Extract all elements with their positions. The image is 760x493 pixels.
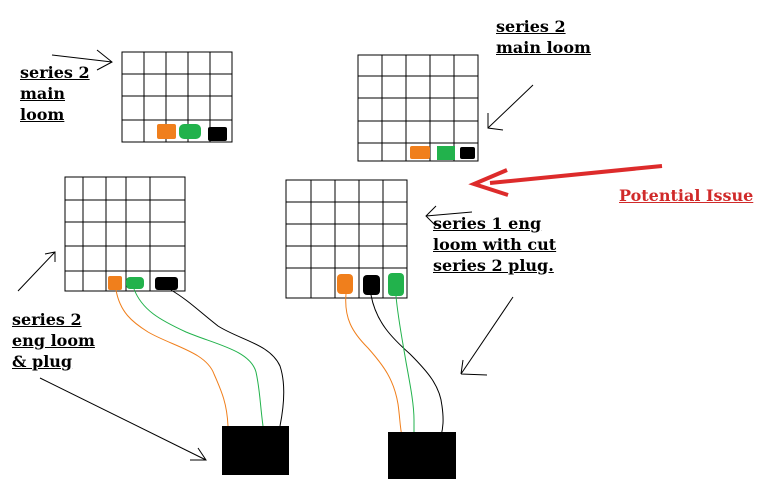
pointer-arrows — [17, 49, 534, 461]
wire-green-left — [133, 288, 264, 427]
label-series2-main-loom-left: series 2 main loom — [20, 63, 90, 124]
loom-grid-bottom-left — [64, 176, 186, 292]
pin-orange-bottom-right — [337, 274, 353, 294]
pin-black-top-right — [460, 147, 475, 159]
pin-black-bottom-left — [155, 277, 178, 290]
pin-green-bottom-left — [126, 277, 144, 289]
arrow-bottom-left-plug — [39, 377, 207, 461]
pin-green-top-right — [437, 146, 455, 160]
pin-black-bottom-right — [363, 275, 380, 295]
plug-right — [388, 432, 456, 479]
loom-grid-top-right — [357, 54, 479, 162]
wire-black-right — [370, 294, 444, 437]
pin-green-bottom-right — [388, 273, 404, 296]
pin-orange-bottom-left — [108, 276, 122, 290]
wire-orange-right — [345, 293, 403, 437]
wire-green-right — [395, 295, 415, 436]
wire-black-left — [170, 289, 285, 427]
potential-issue-arrow — [468, 164, 663, 197]
plug-left — [222, 426, 289, 475]
arrow-bottom-right-label — [425, 205, 473, 227]
label-series2-eng-loom-plug: series 2 eng loom & plug — [12, 310, 95, 371]
label-series2-main-loom-right: series 2 main loom — [496, 17, 591, 57]
pin-green-top-left — [179, 124, 201, 139]
arrow-top-left — [51, 49, 113, 71]
loom-grid-bottom-right — [285, 179, 408, 299]
arrow-bottom-right-plug — [460, 296, 514, 376]
pin-orange-top-left — [157, 124, 176, 139]
arrow-bottom-left — [17, 251, 56, 292]
pin-orange-top-right — [410, 146, 430, 159]
potential-issue-label: Potential Issue — [619, 186, 754, 205]
pin-black-top-left — [208, 127, 227, 141]
arrow-top-right — [487, 84, 534, 131]
wire-orange-left — [115, 289, 229, 427]
label-series1-eng-loom-cut-plug: series 1 eng loom with cut series 2 plug… — [433, 214, 557, 275]
